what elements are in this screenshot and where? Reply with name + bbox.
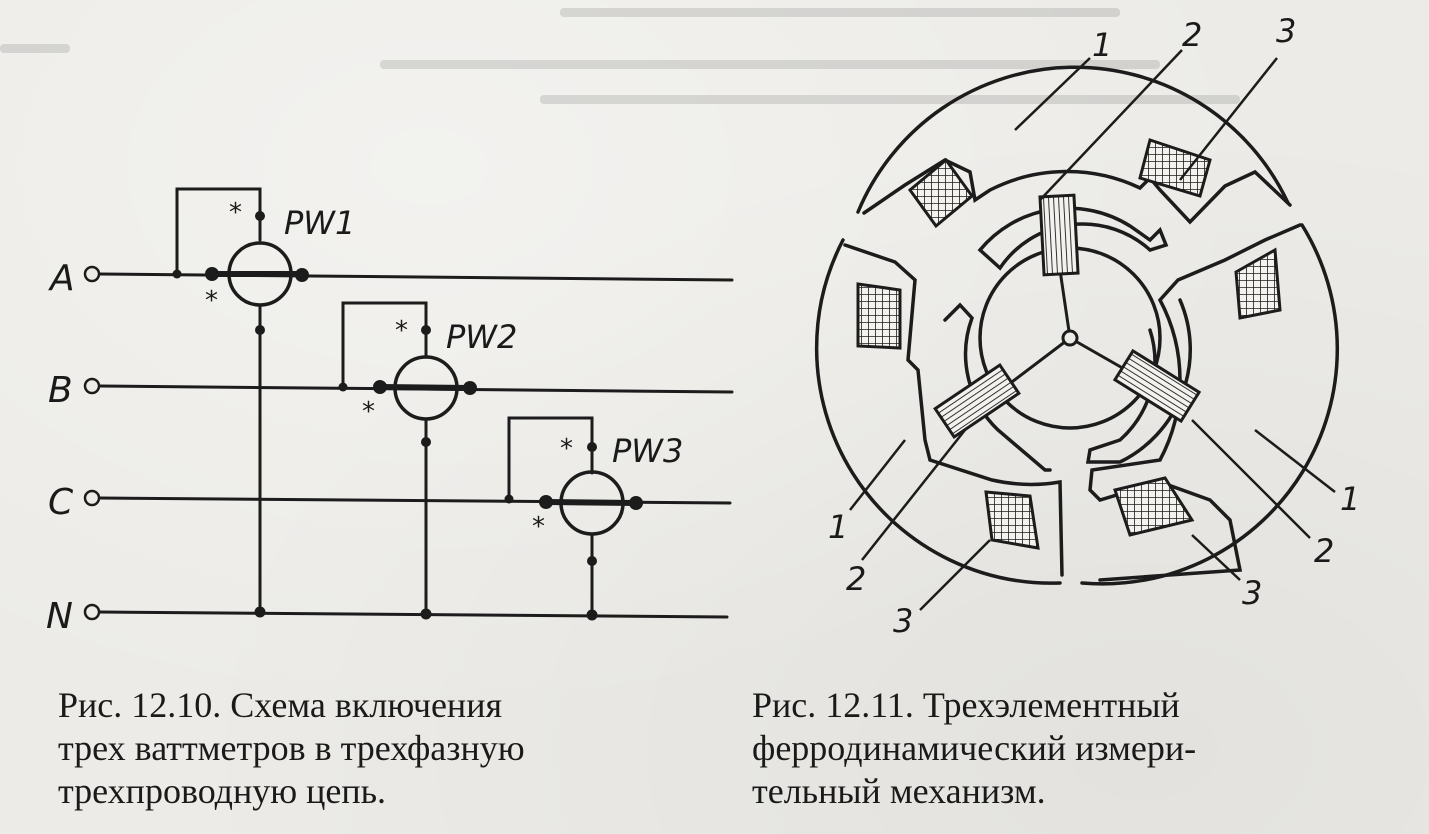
yoke-sector-left: [814, 238, 1062, 585]
meter-label-pw1: PW1: [284, 204, 355, 242]
yoke-sector-top: [856, 65, 1290, 214]
terminal-label-a: A: [48, 258, 75, 299]
fixed-coils: [856, 138, 1282, 550]
wattmeter-wiring-diagram: A B C N PW1 PW2 PW3 * * * * * *: [46, 187, 734, 637]
polarity-mark: *: [560, 434, 573, 464]
caption-line: трехпроводную цепь.: [58, 771, 387, 811]
moving-coils: [933, 193, 1202, 439]
figure-caption-12-11: Рис. 12.11. Трехэлементный ферродинамиче…: [752, 684, 1370, 813]
polarity-mark: *: [395, 316, 408, 346]
pivot-icon: [1061, 329, 1079, 347]
polarity-mark: *: [229, 198, 242, 228]
polarity-mark: *: [205, 286, 218, 316]
line-n: [98, 610, 729, 619]
caption-line: тельный механизм.: [752, 771, 1046, 811]
ferrodynamic-mechanism-diagram: 1 2 3 1 2 3 1 2 3: [814, 12, 1360, 640]
callout-label: 3: [1242, 574, 1262, 612]
callout-label: 1: [1092, 26, 1112, 64]
wattmeter-pw3: [545, 470, 637, 536]
figure-caption-12-10: Рис. 12.10. Схема включения трех ваттмет…: [58, 684, 670, 813]
caption-line: Рис. 12.10. Схема включения: [58, 685, 503, 725]
junction-dots: [172, 211, 643, 621]
yoke-sector-right: [1080, 223, 1340, 586]
caption-line: ферродинамический измери-: [752, 728, 1197, 768]
callout-label: 2: [1314, 532, 1334, 570]
callout-label: 2: [846, 560, 866, 598]
terminal-circles: [83, 265, 101, 621]
callout-label: 1: [828, 508, 848, 546]
callout-label: 3: [893, 602, 913, 640]
polarity-mark: *: [362, 397, 375, 427]
callout-label: 1: [1340, 480, 1360, 518]
caption-line: Рис. 12.11. Трехэлементный: [752, 685, 1180, 725]
terminal-label-b: B: [48, 370, 73, 411]
caption-line: трех ваттметров в трехфазную: [58, 728, 525, 768]
meter-label-pw2: PW2: [446, 318, 517, 356]
polarity-mark: *: [532, 512, 545, 542]
wattmeter-pw2: [379, 355, 471, 421]
wattmeter-pw1: [212, 241, 302, 307]
meter-label-pw3: PW3: [612, 432, 683, 470]
terminal-label-n: N: [46, 596, 73, 637]
terminal-label-c: C: [48, 482, 74, 523]
callout-label: 2: [1182, 16, 1202, 54]
callout-label: 3: [1276, 12, 1296, 50]
